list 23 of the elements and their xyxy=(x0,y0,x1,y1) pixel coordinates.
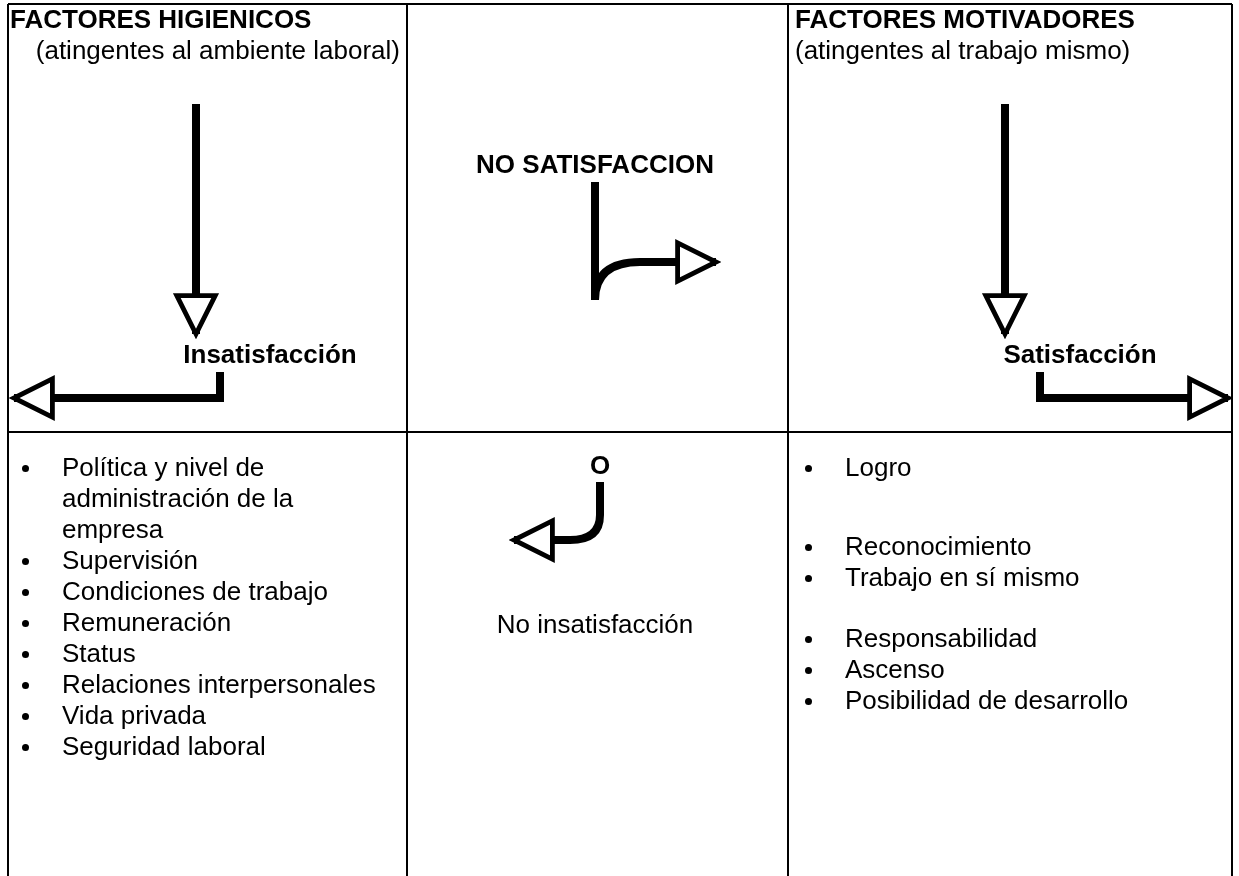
middle-heading: NO SATISFACCION xyxy=(420,146,770,182)
bullet-item: Ascenso xyxy=(795,654,1225,685)
bullet-item: Responsabilidad xyxy=(795,623,1225,654)
bullet-item: Relaciones interpersonales xyxy=(12,669,397,700)
bullet-item: Política y nivel de administración de la empresa xyxy=(12,452,397,545)
connector-word: O xyxy=(560,448,640,482)
outcome-label: No insatisfacción xyxy=(490,606,700,642)
bullet-item: Posibilidad de desarrollo xyxy=(795,685,1225,716)
bullet-item: Seguridad laboral xyxy=(12,731,397,762)
bullet-item: Vida privada xyxy=(12,700,397,731)
bullet-item: Condiciones de trabajo xyxy=(12,576,397,607)
bullet-item: Status xyxy=(12,638,397,669)
bullet-item: Reconocimiento xyxy=(795,531,1225,562)
effect-label: Satisfacción xyxy=(970,336,1190,372)
bullet-item: Supervisión xyxy=(12,545,397,576)
column-subtitle: (atingentes al ambiente laboral) xyxy=(34,35,400,66)
column-subtitle: (atingentes al trabajo mismo) xyxy=(795,35,1132,66)
bullet-item: Logro xyxy=(795,452,1225,483)
column-title: FACTORES MOTIVADORES xyxy=(795,4,1136,35)
bullet-item: Remuneración xyxy=(12,607,397,638)
column-title: FACTORES HIGIENICOS xyxy=(10,4,313,35)
bullet-item: Trabajo en sí mismo xyxy=(795,562,1225,593)
effect-label: Insatisfacción xyxy=(160,336,380,372)
